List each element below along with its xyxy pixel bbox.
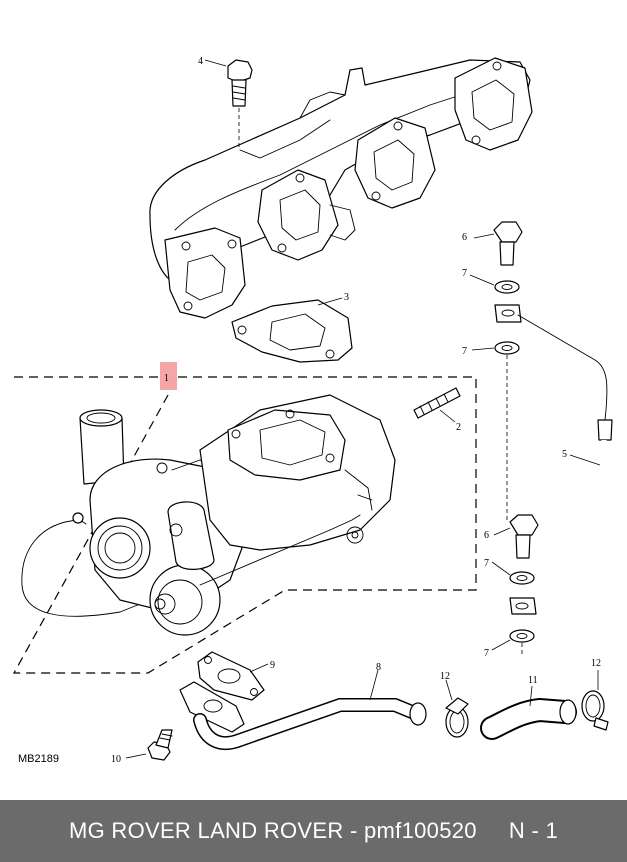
bolt-10: 10 (111, 729, 173, 765)
callout-9: 9 (270, 660, 275, 671)
callout-6-upper: 6 (462, 232, 467, 243)
callout-5: 5 (562, 449, 567, 460)
callout-7-b: 7 (462, 346, 467, 357)
callout-6-lower: 6 (484, 530, 489, 541)
turbo-assembly-boundary: 1 (12, 362, 477, 674)
callout-1: 1 (164, 373, 169, 384)
hose-clip-12-left: 12 (440, 671, 469, 738)
gasket-9: 9 (197, 651, 275, 701)
footer-bar: MG ROVER LAND ROVER - pmf100520 N - 1 (0, 800, 627, 862)
exploded-parts-diagram: 4 3 1 (12, 56, 613, 765)
callout-7-a: 7 (462, 268, 467, 279)
callout-11: 11 (528, 675, 538, 686)
diagram-code: MB2189 (18, 753, 59, 765)
callout-12-left: 12 (440, 671, 450, 682)
footer-text: MG ROVER LAND ROVER - pmf100520 N - 1 (68, 818, 559, 843)
callout-8: 8 (376, 662, 381, 673)
callout-12-right: 12 (591, 658, 601, 669)
callout-7-d: 7 (484, 648, 489, 659)
hose-11: 11 (480, 675, 577, 740)
oil-feed-pipe-5: 6 7 7 5 6 7 (462, 221, 613, 659)
callout-1-highlight (160, 362, 177, 390)
oil-return-pipe-8: 8 (179, 662, 427, 751)
callout-2: 2 (456, 422, 461, 433)
callout-4: 4 (198, 56, 203, 67)
gasket-3: 3 (231, 292, 353, 363)
hose-clip-12-right: 12 (581, 658, 609, 731)
turbocharger (21, 394, 396, 636)
callout-10: 10 (111, 754, 121, 765)
stud-2: 2 (413, 387, 461, 433)
callout-3: 3 (344, 292, 349, 303)
callout-7-c: 7 (484, 558, 489, 569)
bolt-4: 4 (198, 56, 253, 150)
exhaust-manifold (149, 57, 533, 319)
